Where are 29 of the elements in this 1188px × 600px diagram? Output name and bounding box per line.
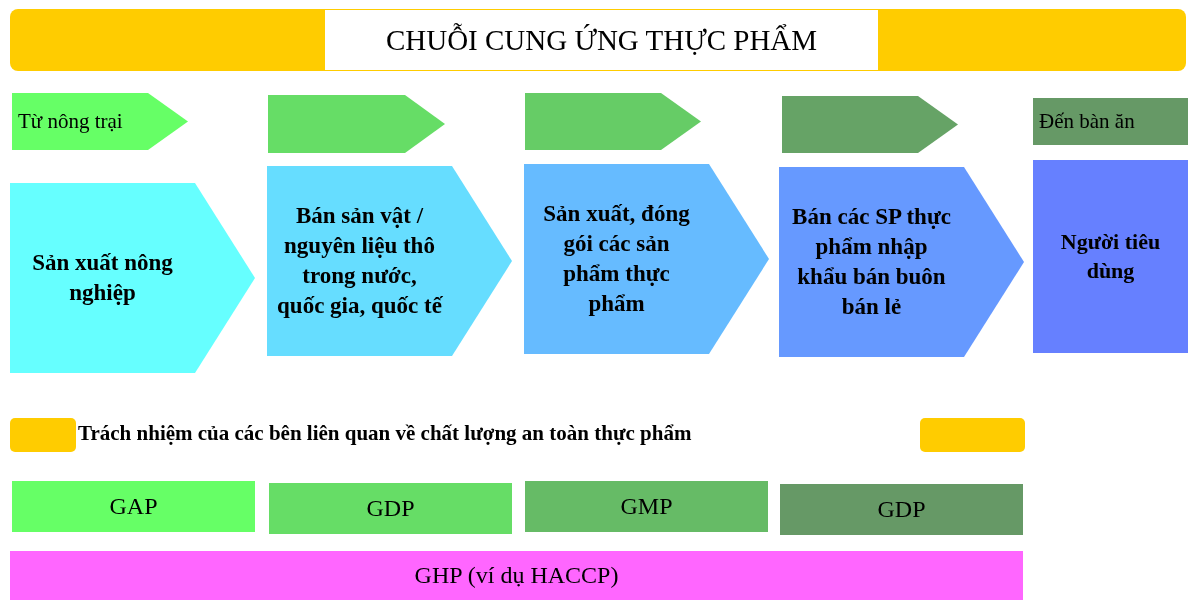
practice-bar [525,481,768,532]
title: CHUỖI CUNG ỨNG THỰC PHẨM [325,10,878,70]
stage-banner [524,164,769,354]
node-label: Bán các SP thực phẩm nhập khẩu bán buôn bán lẻ [791,203,952,321]
node-label: GMP [620,491,673,521]
stage-banner [12,93,188,150]
stage-box [1033,160,1188,353]
stage-banner [267,166,512,356]
practice-bar [10,551,1023,600]
stage-banner [525,93,701,150]
practice-bar [12,481,255,532]
node-label: Người tiêu dùng [1059,227,1162,285]
node-label: GHP (ví dụ HACCP) [414,560,619,590]
node-label: Đến bàn ăn [1039,107,1135,135]
node-label: GAP [109,491,158,521]
node-label: Sản xuất nông nghiệp [31,249,174,307]
stage-banner [268,95,445,153]
stage-banner [10,183,255,373]
stage-box [1033,98,1188,145]
stage-banner [782,96,958,153]
node-label: GDP [877,494,926,524]
practice-bar [780,484,1023,535]
node-label: Bán sản vật / nguyên liệu thô trong nước, quốc gia, quốc tế [277,202,442,320]
node-label: GDP [366,493,415,523]
node-label: Từ nông trại [18,107,123,135]
practice-bar [269,483,512,534]
node-label: Sản xuất, đóng gói các sản phẩm thực phẩm [542,200,691,318]
section-heading: Trách nhiệm của các bên liên quan về chất lượng an toàn thực phẩm [78,421,692,446]
stage-banner [779,167,1024,357]
